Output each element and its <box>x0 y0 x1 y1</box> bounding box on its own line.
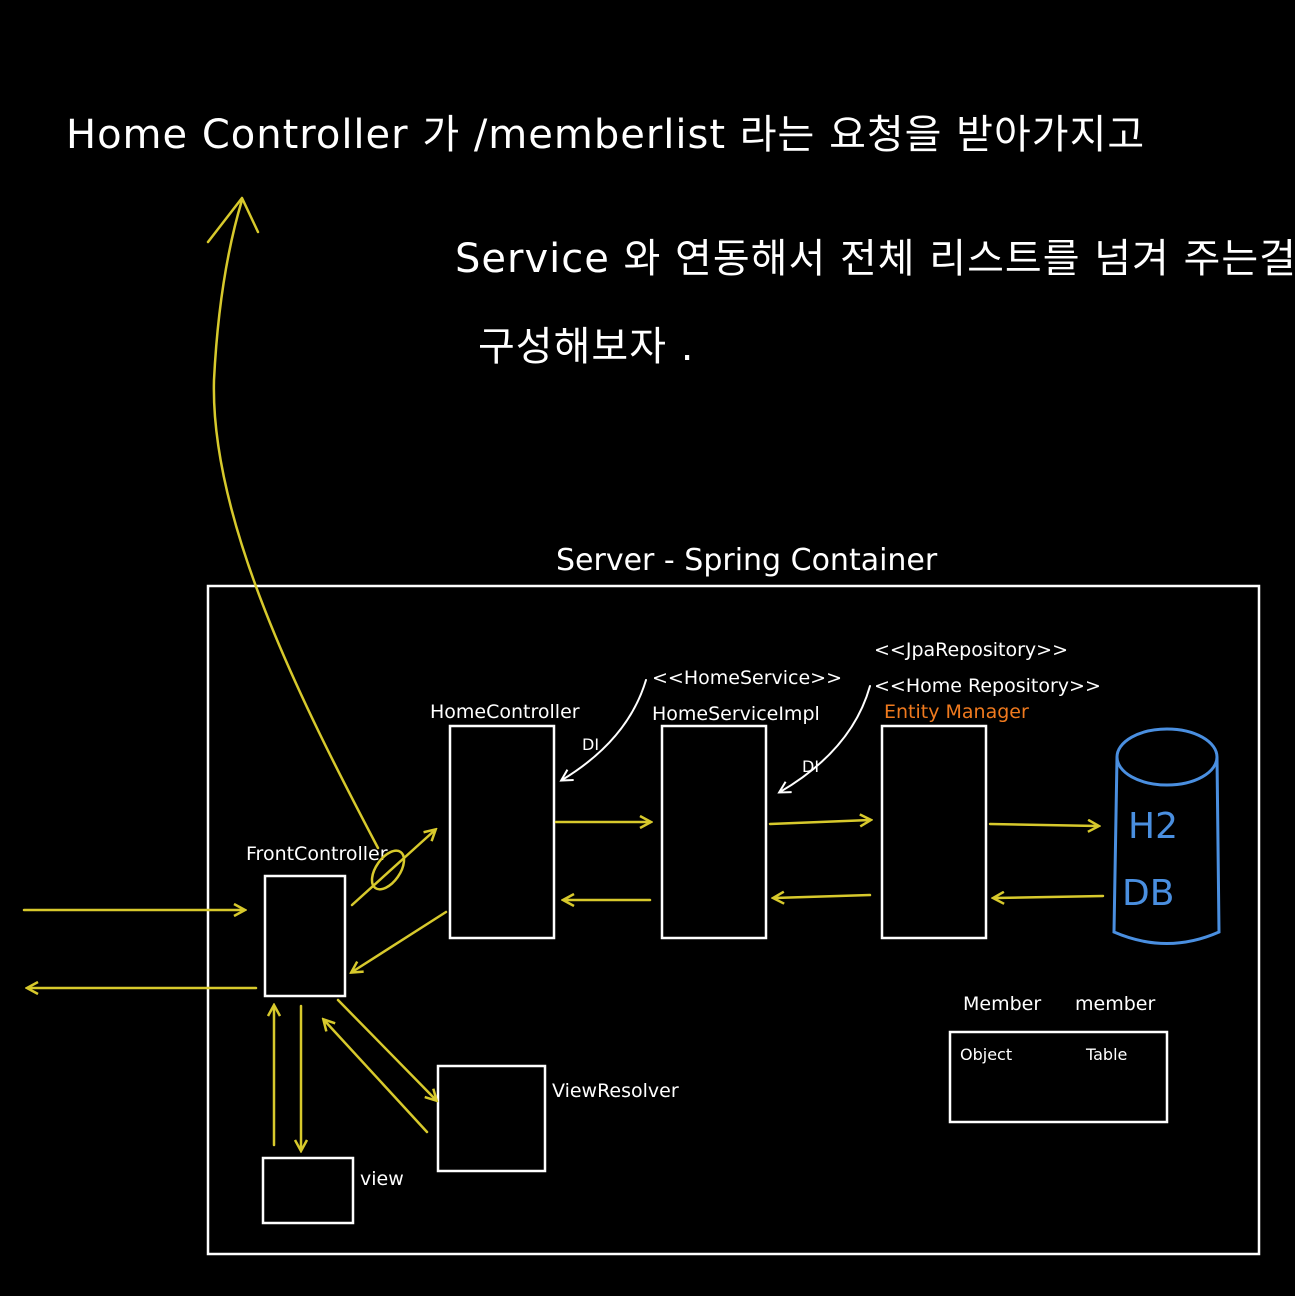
callout-arrow-head <box>206 196 260 244</box>
mapping-object-label: Object <box>960 1045 1012 1064</box>
home-service-interface-label: <<HomeService>> <box>652 667 842 689</box>
request-flow-arrows <box>22 820 1105 1150</box>
highlight-circle <box>370 849 406 891</box>
front-controller-label: FrontController <box>246 843 388 865</box>
callout-arrow <box>212 198 380 850</box>
di-label-2: DI <box>802 757 819 776</box>
view-label: view <box>360 1168 404 1190</box>
db-label-h2: H2 <box>1128 806 1178 847</box>
db-label-db: DB <box>1122 873 1174 914</box>
home-controller-box <box>448 724 556 940</box>
h2-db-cylinder <box>1112 727 1221 945</box>
mapping-member-table-header: member <box>1075 993 1155 1015</box>
note-line-1: Home Controller 가 /memberlist 라는 요청을 받아가… <box>66 112 1145 158</box>
front-controller-box <box>263 874 347 998</box>
home-service-impl-label: HomeServiceImpl <box>652 703 820 725</box>
note-line-2: Service 와 연동해서 전체 리스트를 넘겨 주는걸 <box>455 236 1295 282</box>
home-controller-label: HomeController <box>430 701 580 723</box>
note-line-3: 구성해보자 . <box>478 324 694 370</box>
repository-box <box>880 724 988 940</box>
spring-container-box <box>206 584 1261 1256</box>
view-resolver-box <box>436 1064 547 1173</box>
jpa-repository-label: <<JpaRepository>> <box>874 639 1068 661</box>
di-arrow-service-to-controller <box>562 679 647 780</box>
view-box <box>261 1156 355 1225</box>
container-title: Server - Spring Container <box>556 543 938 578</box>
view-resolver-label: ViewResolver <box>552 1080 679 1102</box>
di-label-1: DI <box>582 735 599 754</box>
mapping-member-object-header: Member <box>963 993 1041 1015</box>
mapping-box <box>948 1030 1169 1124</box>
entity-manager-label: Entity Manager <box>884 701 1029 723</box>
home-repository-label: <<Home Repository>> <box>874 675 1101 697</box>
mapping-table-label: Table <box>1085 1045 1127 1064</box>
home-service-impl-box <box>660 724 768 940</box>
di-arrow-repository-to-service <box>780 685 871 792</box>
